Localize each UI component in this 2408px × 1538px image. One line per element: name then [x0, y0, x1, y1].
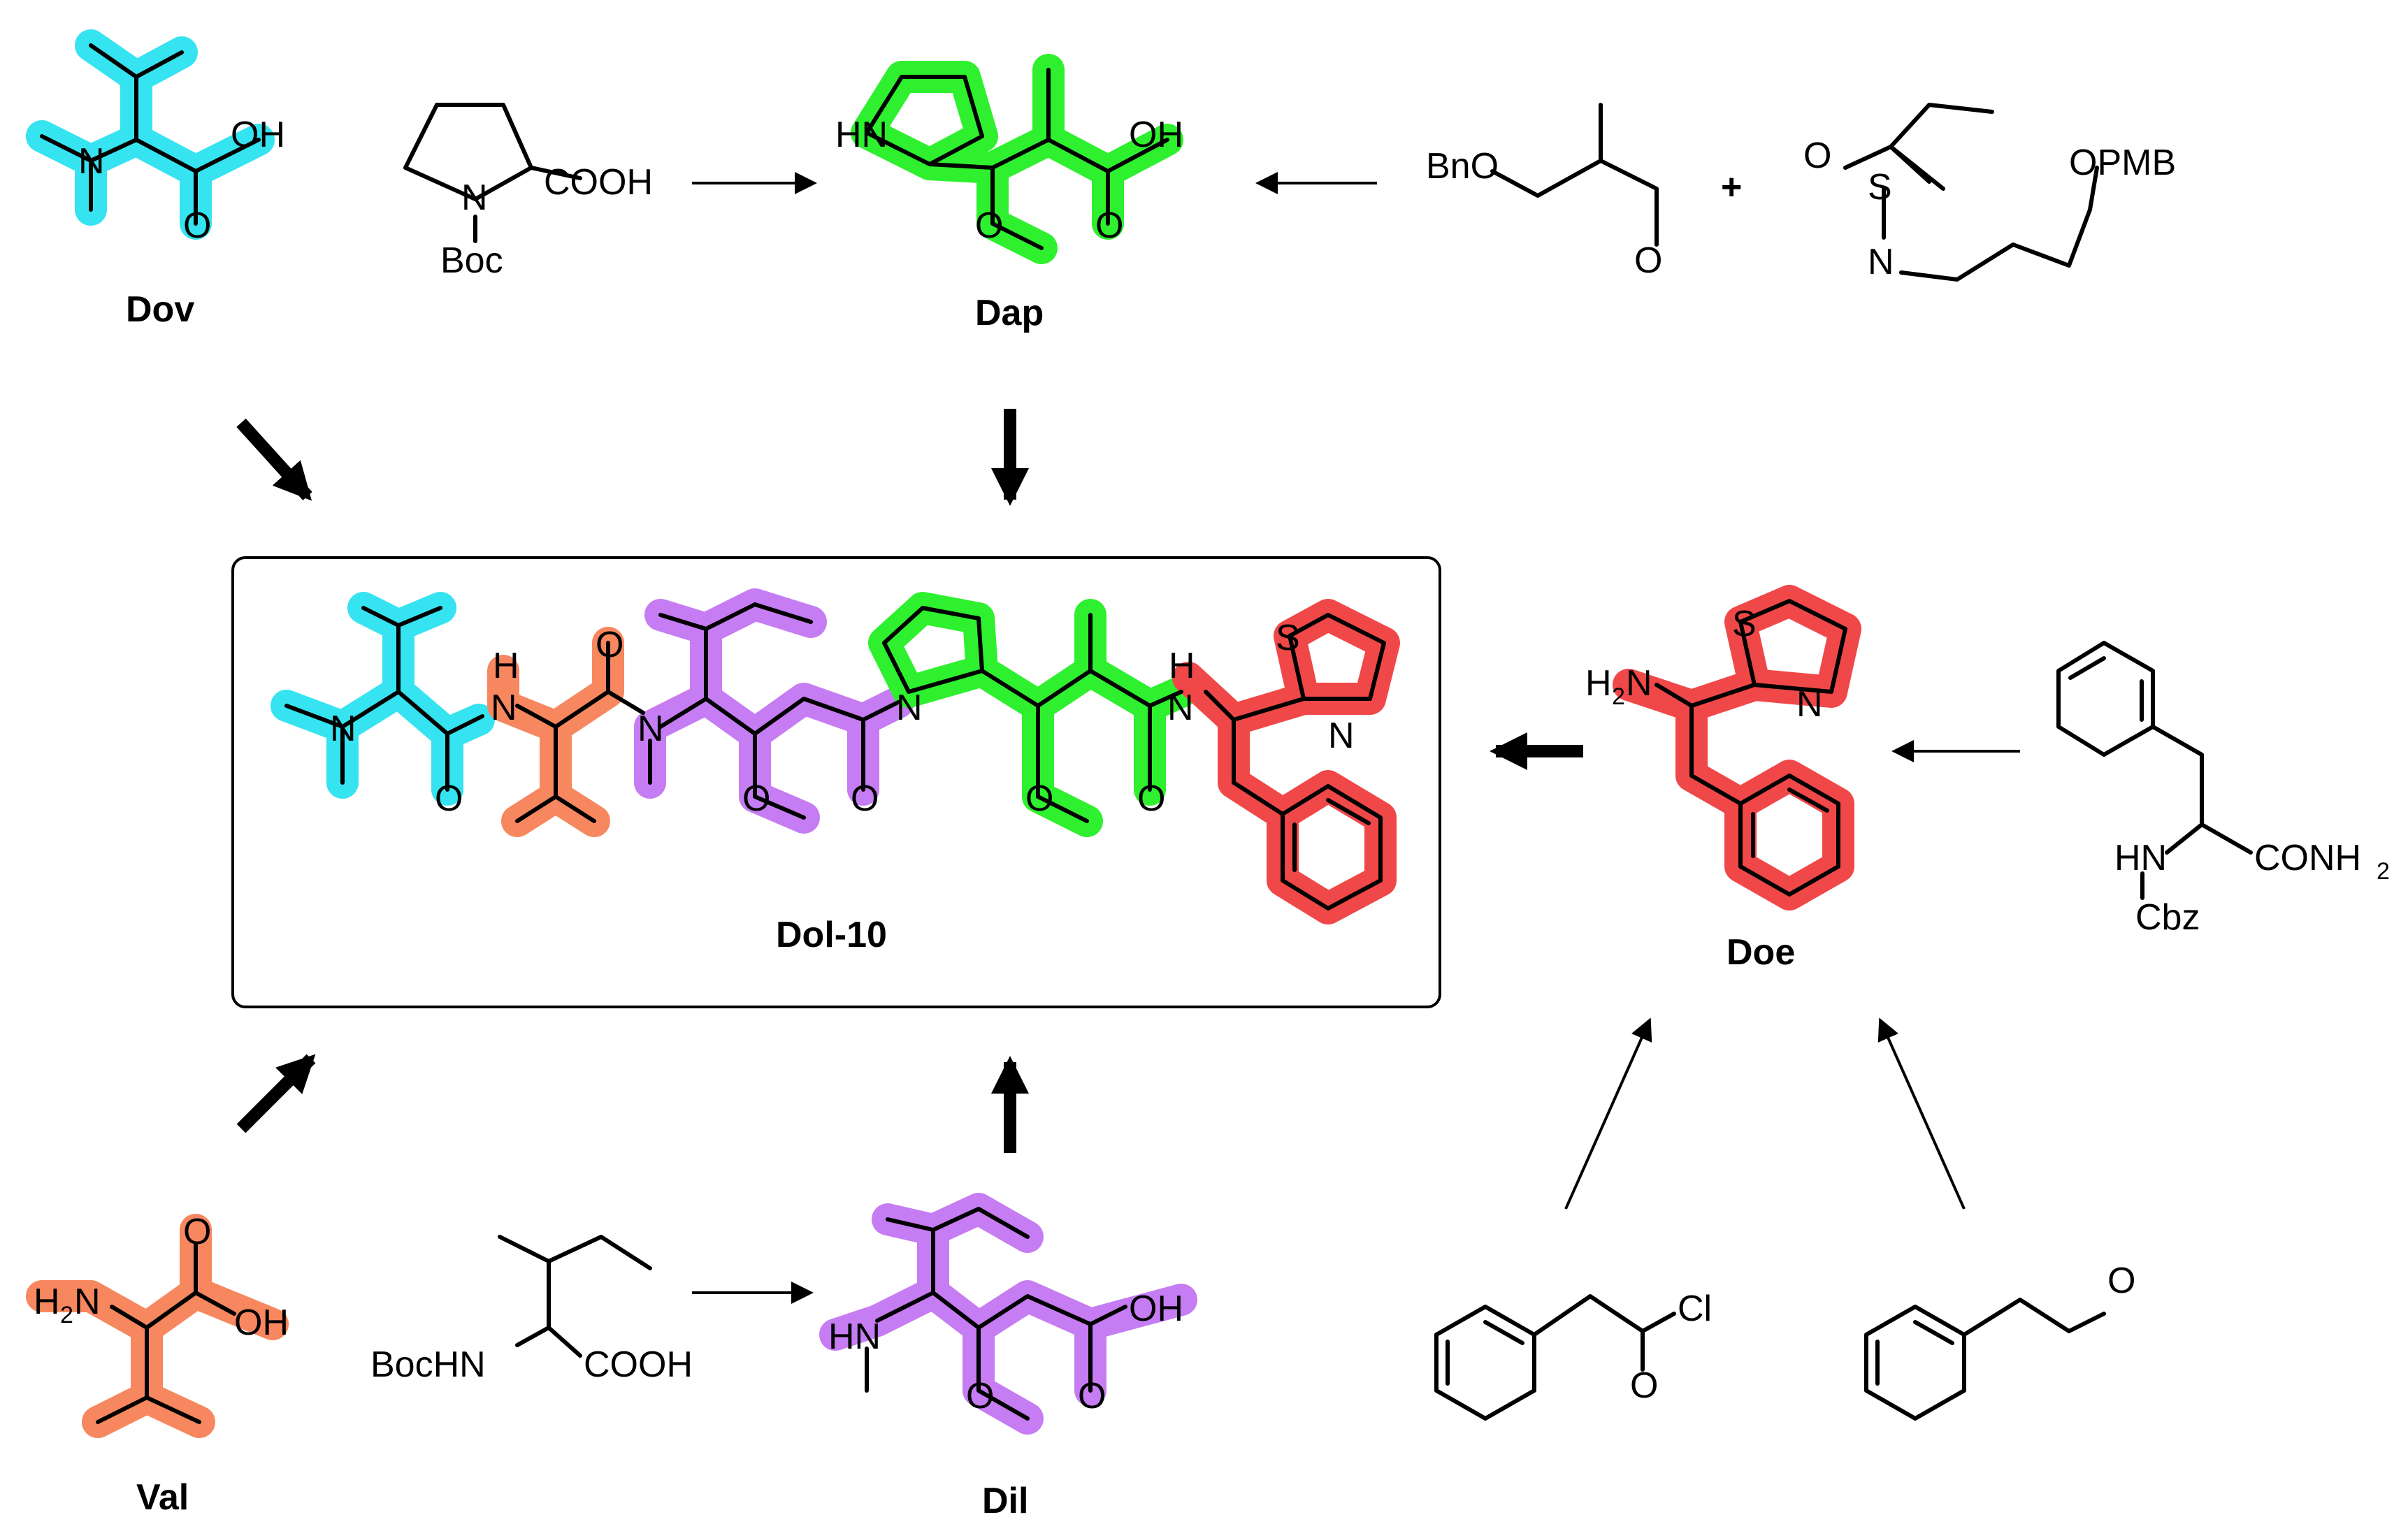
phenylacetaldehyde-structure: O — [1864, 1261, 2135, 1421]
doe-label: Doe — [1726, 932, 1795, 973]
dol10-doe-nh-n-atom: N — [1167, 688, 1194, 728]
doe-h2n-n-atom: N — [1626, 663, 1652, 704]
dap-structure: HN OH O O Dap — [835, 54, 1183, 333]
dov-o-atom: O — [183, 205, 211, 246]
cbz-phe-hn-label: HN — [2114, 838, 2167, 878]
acyl-o-atom: O — [1630, 1365, 1658, 1406]
dov-structure: N OH O Dov — [26, 29, 285, 330]
dil-label: Dil — [982, 1481, 1028, 1521]
val-h2n-n-atom: N — [74, 1282, 101, 1322]
bno-label: BnO — [1426, 146, 1499, 187]
dil-structure: HN O O OH Dil — [819, 1193, 1197, 1521]
val-structure: H 2 N O OH Val — [26, 1212, 289, 1518]
acyl-cl-atom: Cl — [1678, 1289, 1712, 1329]
dap-hn-label: HN — [835, 115, 888, 155]
dol10-frame — [231, 556, 1441, 1008]
dil-hn-label: HN — [828, 1316, 881, 1357]
boc-ile-bochn-label: BocHN — [370, 1344, 486, 1385]
sulfinimine-o-atom: O — [1803, 136, 1831, 176]
boc-pro-cooh-label: COOH — [544, 162, 653, 203]
dil-carbonyl-o-atom: O — [1078, 1376, 1106, 1416]
dol10-thiazole-n-atom: N — [1328, 716, 1355, 756]
arrow-phenylacetaldehyde-to-doe — [1877, 1017, 1966, 1210]
dap-ome-o-atom: O — [975, 205, 1003, 246]
dol10-dil-n-atom: N — [637, 709, 664, 749]
boc-pro-boc-label: Boc — [440, 240, 503, 281]
plus-sign: + — [1721, 167, 1742, 208]
dol10-nh-h-atom: H — [493, 646, 519, 686]
arrow-val-to-dol10 — [236, 1054, 316, 1133]
dov-label: Dov — [126, 289, 194, 330]
val-oh-label: OH — [234, 1303, 289, 1343]
dol10-dap-ome-o-atom: O — [1025, 778, 1053, 819]
dap-carbonyl-o-atom: O — [1095, 205, 1123, 246]
doe-h2n-subscript: 2 — [1612, 683, 1625, 710]
arrow-dov-to-dol10 — [236, 418, 312, 501]
dol10-dil-carbonyl-o-atom: O — [851, 778, 879, 819]
cbz-label: Cbz — [2135, 897, 2200, 938]
aldehyde-o-atom-2: O — [2107, 1261, 2135, 1301]
sulfinimine-n-atom: N — [1868, 242, 1894, 282]
val-label: Val — [136, 1477, 189, 1518]
dol10-doe-nh-h-atom: H — [1169, 646, 1195, 686]
val-h2n-subscript: 2 — [60, 1302, 73, 1328]
boc-pro-n-atom: N — [461, 177, 488, 218]
dov-n-atom: N — [78, 141, 105, 182]
dol10-dap-carbonyl-o-atom: O — [1137, 778, 1165, 819]
bno-aldehyde-structure: BnO O — [1426, 103, 1662, 281]
doe-h2n-h-atom: H — [1585, 663, 1612, 704]
dol10-val-o-atom: O — [596, 625, 623, 665]
doe-thiazole-n-atom: N — [1796, 684, 1823, 725]
dap-oh-label: OH — [1129, 115, 1183, 155]
dol10-thiazole-s-atom: S — [1276, 618, 1300, 658]
dol10-label: Dol-10 — [776, 915, 887, 955]
cbz-phe-conh-subscript: 2 — [2377, 858, 2390, 885]
arrow-acylchloride-to-doe — [1564, 1017, 1652, 1210]
phenylacetyl-chloride-structure: Cl O — [1434, 1289, 1712, 1421]
cbz-phe-conh-label: CONH — [2254, 838, 2361, 878]
boc-proline-structure: N COOH Boc — [403, 103, 653, 281]
sulfinimine-s-atom: S — [1868, 167, 1892, 208]
dol10-dap-n-atom: N — [896, 688, 923, 728]
dol10-dov-o-atom: O — [435, 778, 463, 819]
boc-isoleucine-structure: BocHN COOH — [370, 1235, 693, 1385]
opmb-label: OPMB — [2069, 143, 2176, 183]
dil-oh-label: OH — [1129, 1289, 1183, 1329]
dol10-dil-ome-o-atom: O — [742, 778, 770, 819]
dol10-nh-n-atom: N — [491, 688, 517, 728]
boc-ile-cooh-label: COOH — [584, 1344, 693, 1385]
sulfinimine-structure: O S N OPMB — [1803, 103, 2176, 282]
dap-label: Dap — [975, 293, 1044, 333]
dov-oh-label: OH — [231, 115, 285, 155]
dol10-structure: N O H N O N O O N O O H N S N Dol-10 — [271, 588, 1400, 955]
dol10-dov-n-atom: N — [330, 709, 356, 749]
val-o-atom: O — [183, 1212, 211, 1252]
aldehyde-o-atom: O — [1634, 240, 1662, 281]
doe-thiazole-s-atom: S — [1732, 604, 1757, 644]
val-h2n-h-atom: H — [34, 1282, 60, 1322]
cbz-phe-amide-structure: HN CONH 2 Cbz — [2056, 641, 2390, 938]
doe-structure: H 2 N S N Doe — [1585, 585, 1861, 973]
dil-ome-o-atom: O — [966, 1376, 994, 1416]
